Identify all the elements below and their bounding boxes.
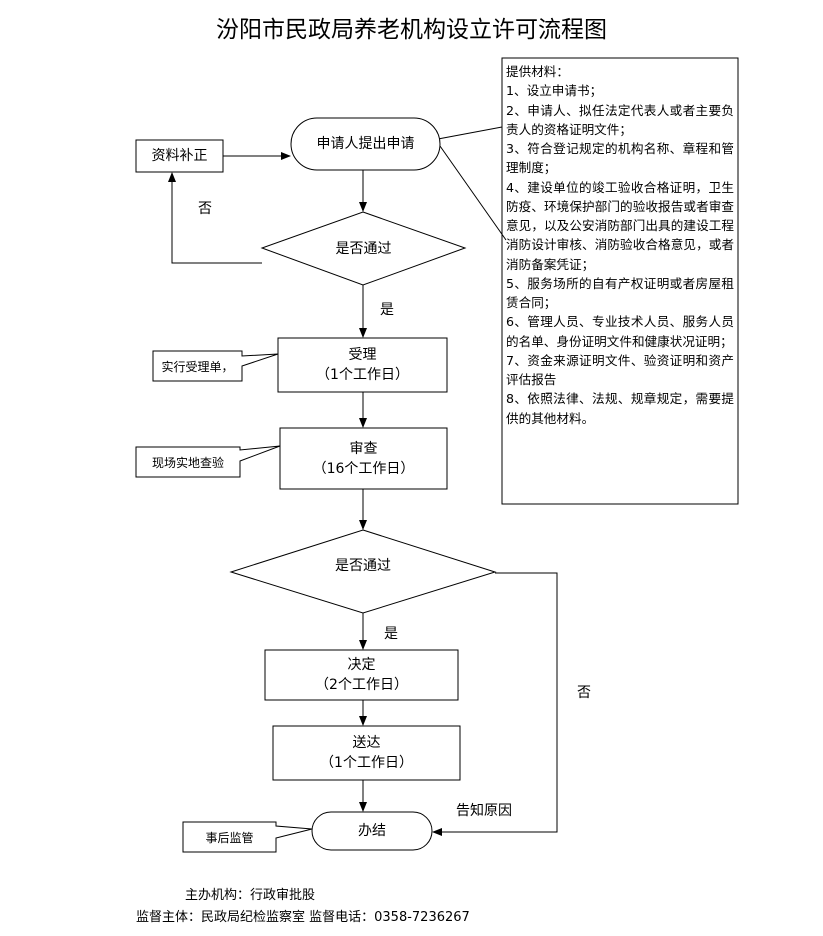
arrow-check1-no [168,172,262,264]
apply-node-shape [290,117,441,171]
check2-yes-label: 是 [384,626,398,642]
check2-no-label: 否 [577,685,591,701]
check2-node: 是否通过 [231,530,495,613]
supplement-node: 资料补正 [136,140,223,172]
reason-label: 告知原因 [456,803,512,819]
apply-node: 申请人提出申请 [291,118,440,170]
review-note-label: 现场实地查验 [151,455,224,470]
review-node-shape [279,427,448,490]
materials-connector-top [437,126,503,140]
review-node: 审查 （16个工作日） [280,428,447,489]
materials-box [501,57,739,505]
materials-item: 2、申请人、拟任法定代表人或者主要负责人的资格证明文件； [506,102,734,137]
review-note: 现场实地查验 [136,447,240,477]
accept-note-shape [152,350,279,382]
check1-yes-label: 是 [380,302,394,318]
materials-item: 1、设立申请书； [506,83,603,99]
decide-node-shape [264,649,459,701]
decide-node: 决定 （2个工作日） [265,650,458,700]
review-node-label: 审查 [349,440,378,457]
review-node-duration: （16个工作日） [312,460,415,477]
footer-supervisor: 监督主体：民政局纪检监察室 监督电话：0358-7236267 [136,910,470,925]
arrow-check2-no [432,572,558,836]
materials-item: 5、服务场所的自有产权证明或者房屋租赁合同； [506,275,734,310]
materials-item: 7、资金来源证明文件、验资证明和资产评估报告 [506,352,734,387]
accept-node-label: 受理 [348,347,377,363]
materials-list: 提供材料： 1、设立申请书； 2、申请人、拟任法定代表人或者主要负责人的资格证明… [506,62,734,428]
finish-node-shape [311,811,433,851]
review-note-shape [135,445,281,478]
materials-heading: 提供材料： [506,64,569,79]
accept-node-duration: （1个工作日） [316,367,409,383]
finish-node: 办结 [312,812,432,850]
accept-note: 实行受理单， [153,351,242,381]
apply-node-label: 申请人提出申请 [316,136,415,152]
accept-node-shape [277,337,448,393]
decide-node-label: 决定 [347,657,376,673]
supplement-node-shape [135,139,224,173]
deliver-node-duration: （1个工作日） [320,755,413,771]
materials-item: 6、管理人员、专业技术人员、服务人员的名单、身份证明文件和健康状况证明； [506,314,734,349]
footer-organizer: 主办机构：行政审批股 [185,888,316,903]
accept-node: 受理 （1个工作日） [278,338,447,392]
materials-item: 8、依照法律、法规、规章规定，需要提供的其他材料。 [506,391,734,426]
check2-node-label: 是否通过 [335,557,391,574]
materials-item: 3、符合登记规定的机构名称、章程和管理制度； [506,141,734,176]
deliver-node-label: 送达 [352,735,381,751]
page-title: 汾阳市民政局养老机构设立许可流程图 [216,17,607,43]
materials-connector-bottom [439,145,507,241]
check1-node-label: 是否通过 [335,240,392,257]
finish-node-label: 办结 [358,823,386,839]
check1-node: 是否通过 [262,212,465,285]
finish-note: 事后监管 [183,822,276,852]
decide-node-duration: （2个工作日） [315,677,408,693]
check1-no-label: 否 [198,201,212,217]
deliver-node-shape [272,725,461,781]
supplement-node-label: 资料补正 [151,148,208,164]
finish-note-shape [182,821,313,853]
accept-note-label: 实行受理单， [161,359,234,374]
deliver-node: 送达 （1个工作日） [273,726,460,780]
materials-item: 4、建设单位的竣工验收合格证明，卫生防疫、环境保护部门的验收报告或者审查意见，以… [506,179,734,272]
finish-note-label: 事后监管 [205,830,254,845]
